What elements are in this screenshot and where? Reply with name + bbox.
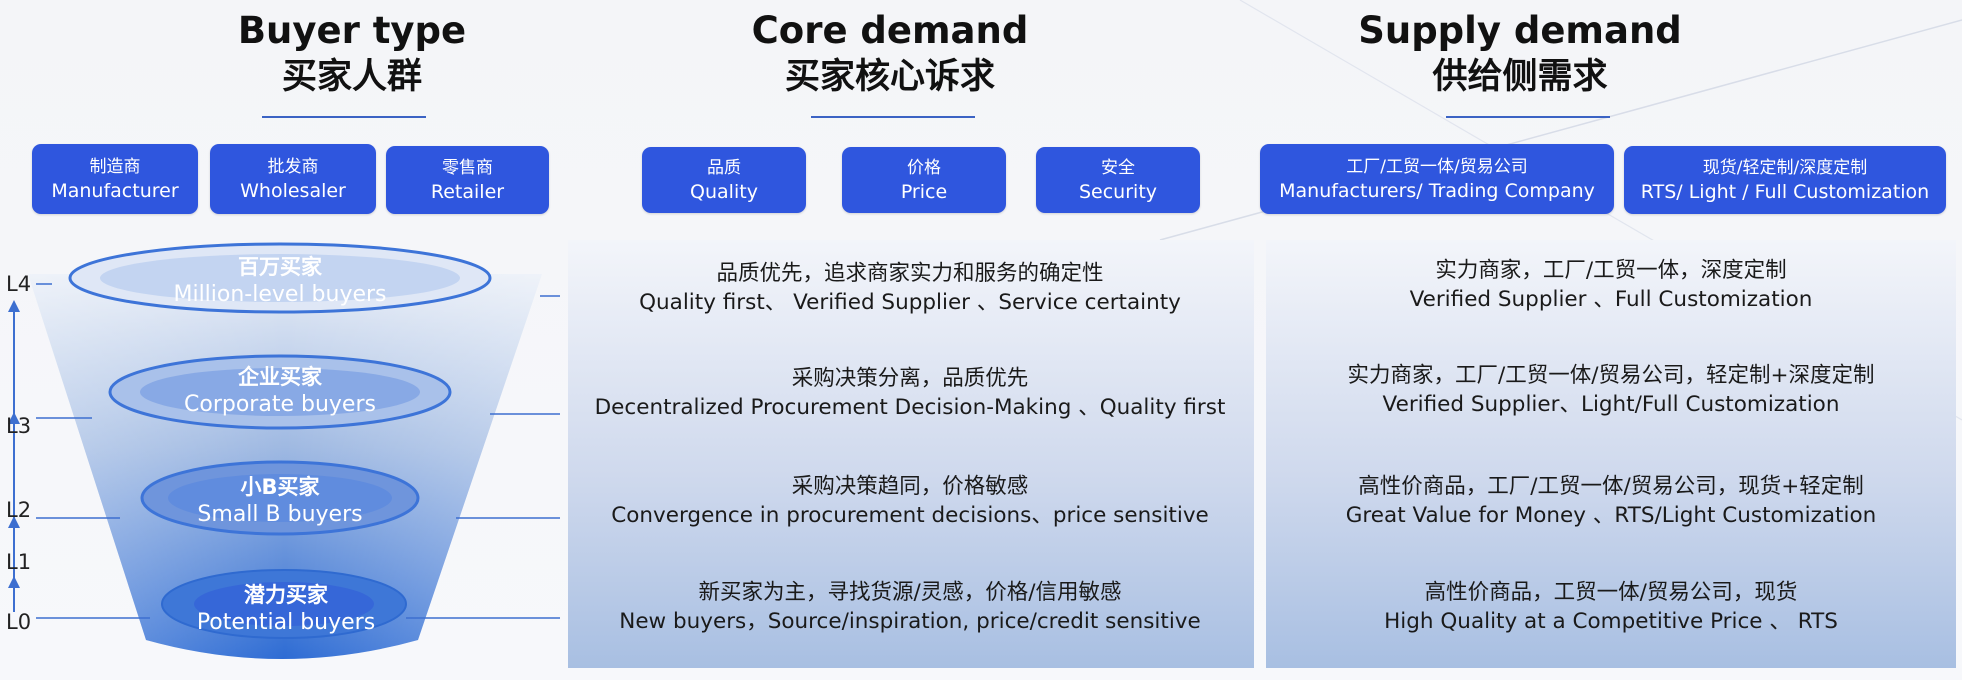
funnel-corporate-buyers: 企业买家 Corporate buyers — [130, 364, 430, 419]
supply-row-l2-zh: 高性价商品，工厂/工贸一体/贸易公司，现货+轻定制 — [1358, 474, 1864, 499]
supply-row-l4: 实力商家，工厂/工贸一体，深度定制 Verified Supplier 、Ful… — [1268, 256, 1954, 314]
supply-row-l0-zh: 高性价商品，工贸一体/贸易公司，现货 — [1424, 580, 1798, 605]
tag-customization-zh: 现货/轻定制/深度定制 — [1702, 157, 1868, 178]
level-label-l4: L4 — [6, 272, 32, 296]
tag-wholesaler: 批发商 Wholesaler — [210, 144, 376, 214]
supply-demand-title: Supply demand 供给侧需求 — [1340, 8, 1700, 100]
tag-price-en: Price — [900, 180, 948, 203]
supply-row-l3-en: Verified Supplier、Light/Full Customizati… — [1382, 392, 1840, 417]
level-label-l2: L2 — [6, 498, 32, 522]
supply-row-l3: 实力商家，工厂/工贸一体/贸易公司，轻定制+深度定制 Verified Supp… — [1268, 361, 1954, 419]
supply-row-l4-en: Verified Supplier 、Full Customization — [1409, 287, 1813, 312]
buyer-title-rule — [262, 116, 426, 118]
core-demand-title-zh: 买家核心诉求 — [784, 57, 995, 97]
level-label-l0: L0 — [6, 610, 32, 634]
funnel-potential-buyers: 潜力买家 Potential buyers — [136, 582, 436, 637]
supply-demand-title-en: Supply demand — [1358, 9, 1682, 52]
supply-row-l2-en: Great Value for Money 、RTS/Light Customi… — [1345, 503, 1877, 528]
tag-customization: 现货/轻定制/深度定制 RTS/ Light / Full Customizat… — [1624, 146, 1946, 214]
core-row-l0-en: New buyers，Source/inspiration, price/cre… — [619, 609, 1201, 634]
supply-demand-title-zh: 供给侧需求 — [1432, 57, 1608, 97]
tag-factories-zh: 工厂/工贸一体/贸易公司 — [1346, 156, 1528, 177]
buyer-funnel — [8, 242, 560, 659]
tag-quality-zh: 品质 — [707, 157, 741, 178]
tag-price-zh: 价格 — [907, 157, 941, 178]
level-label-l1: L1 — [6, 550, 32, 574]
buyer-type-title: Buyer type 买家人群 — [212, 8, 492, 100]
tag-security-zh: 安全 — [1101, 157, 1135, 178]
core-row-l3: 采购决策分离，品质优先 Decentralized Procurement De… — [570, 364, 1250, 422]
tag-retailer-zh: 零售商 — [442, 157, 493, 178]
supply-row-l2: 高性价商品，工厂/工贸一体/贸易公司，现货+轻定制 Great Value fo… — [1268, 472, 1954, 530]
tag-customization-en: RTS/ Light / Full Customization — [1640, 180, 1930, 203]
core-row-l4-en: Quality first、 Verified Supplier 、Servic… — [639, 290, 1181, 315]
level-label-l3: L3 — [6, 414, 32, 438]
core-row-l2: 采购决策趋同，价格敏感 Convergence in procurement d… — [570, 472, 1250, 530]
funnel-smallb-zh: 小B买家 — [240, 475, 320, 499]
core-row-l4: 品质优先，追求商家实力和服务的确定性 Quality first、 Verifi… — [570, 259, 1250, 317]
supply-row-l4-zh: 实力商家，工厂/工贸一体，深度定制 — [1435, 258, 1787, 283]
funnel-corporate-zh: 企业买家 — [238, 365, 322, 389]
supply-row-l0-en: High Quality at a Competitive Price 、 RT… — [1384, 609, 1838, 634]
funnel-small-b-buyers: 小B买家 Small B buyers — [130, 474, 430, 529]
tag-wholesaler-en: Wholesaler — [240, 179, 346, 202]
funnel-potential-en: Potential buyers — [196, 610, 376, 635]
tag-price: 价格 Price — [842, 147, 1006, 213]
tag-quality-en: Quality — [690, 180, 758, 203]
tag-factories-en: Manufacturers/ Trading Company — [1279, 179, 1595, 202]
tag-factories: 工厂/工贸一体/贸易公司 Manufacturers/ Trading Comp… — [1260, 144, 1614, 214]
tag-manufacturer: 制造商 Manufacturer — [32, 144, 198, 214]
core-row-l3-en: Decentralized Procurement Decision-Makin… — [594, 395, 1226, 420]
tag-quality: 品质 Quality — [642, 147, 806, 213]
funnel-million-en: Million-level buyers — [173, 282, 387, 307]
core-row-l4-zh: 品质优先，追求商家实力和服务的确定性 — [716, 261, 1104, 286]
supply-row-l3-zh: 实力商家，工厂/工贸一体/贸易公司，轻定制+深度定制 — [1347, 363, 1875, 388]
tag-retailer: 零售商 Retailer — [386, 146, 549, 214]
tag-manufacturer-zh: 制造商 — [89, 156, 141, 177]
core-row-l0-zh: 新买家为主，寻找货源/灵感，价格/信用敏感 — [698, 580, 1122, 605]
tag-manufacturer-en: Manufacturer — [51, 179, 179, 202]
supply-demand-panel — [1266, 240, 1956, 668]
core-row-l2-en: Convergence in procurement decisions、pri… — [611, 503, 1209, 528]
funnel-smallb-en: Small B buyers — [197, 502, 363, 527]
core-demand-title: Core demand 买家核心诉求 — [710, 8, 1070, 100]
supply-row-l0: 高性价商品，工贸一体/贸易公司，现货 High Quality at a Com… — [1268, 578, 1954, 636]
tag-wholesaler-zh: 批发商 — [267, 156, 319, 177]
tag-security: 安全 Security — [1036, 147, 1200, 213]
core-row-l0: 新买家为主，寻找货源/灵感，价格/信用敏感 New buyers，Source/… — [570, 578, 1250, 636]
buyer-type-title-en: Buyer type — [237, 9, 467, 52]
funnel-million-zh: 百万买家 — [238, 255, 322, 279]
supply-title-rule — [1446, 116, 1610, 118]
funnel-million-buyers: 百万买家 Million-level buyers — [130, 254, 430, 309]
funnel-corporate-en: Corporate buyers — [184, 392, 376, 417]
core-row-l2-zh: 采购决策趋同，价格敏感 — [791, 474, 1029, 499]
core-demand-title-en: Core demand — [751, 9, 1029, 52]
tag-retailer-en: Retailer — [430, 180, 505, 203]
core-title-rule — [811, 116, 975, 118]
core-demand-panel — [568, 240, 1254, 668]
tag-security-en: Security — [1078, 180, 1158, 203]
funnel-potential-zh: 潜力买家 — [244, 583, 328, 607]
buyer-type-title-zh: 买家人群 — [281, 57, 422, 97]
core-row-l3-zh: 采购决策分离，品质优先 — [791, 366, 1029, 391]
